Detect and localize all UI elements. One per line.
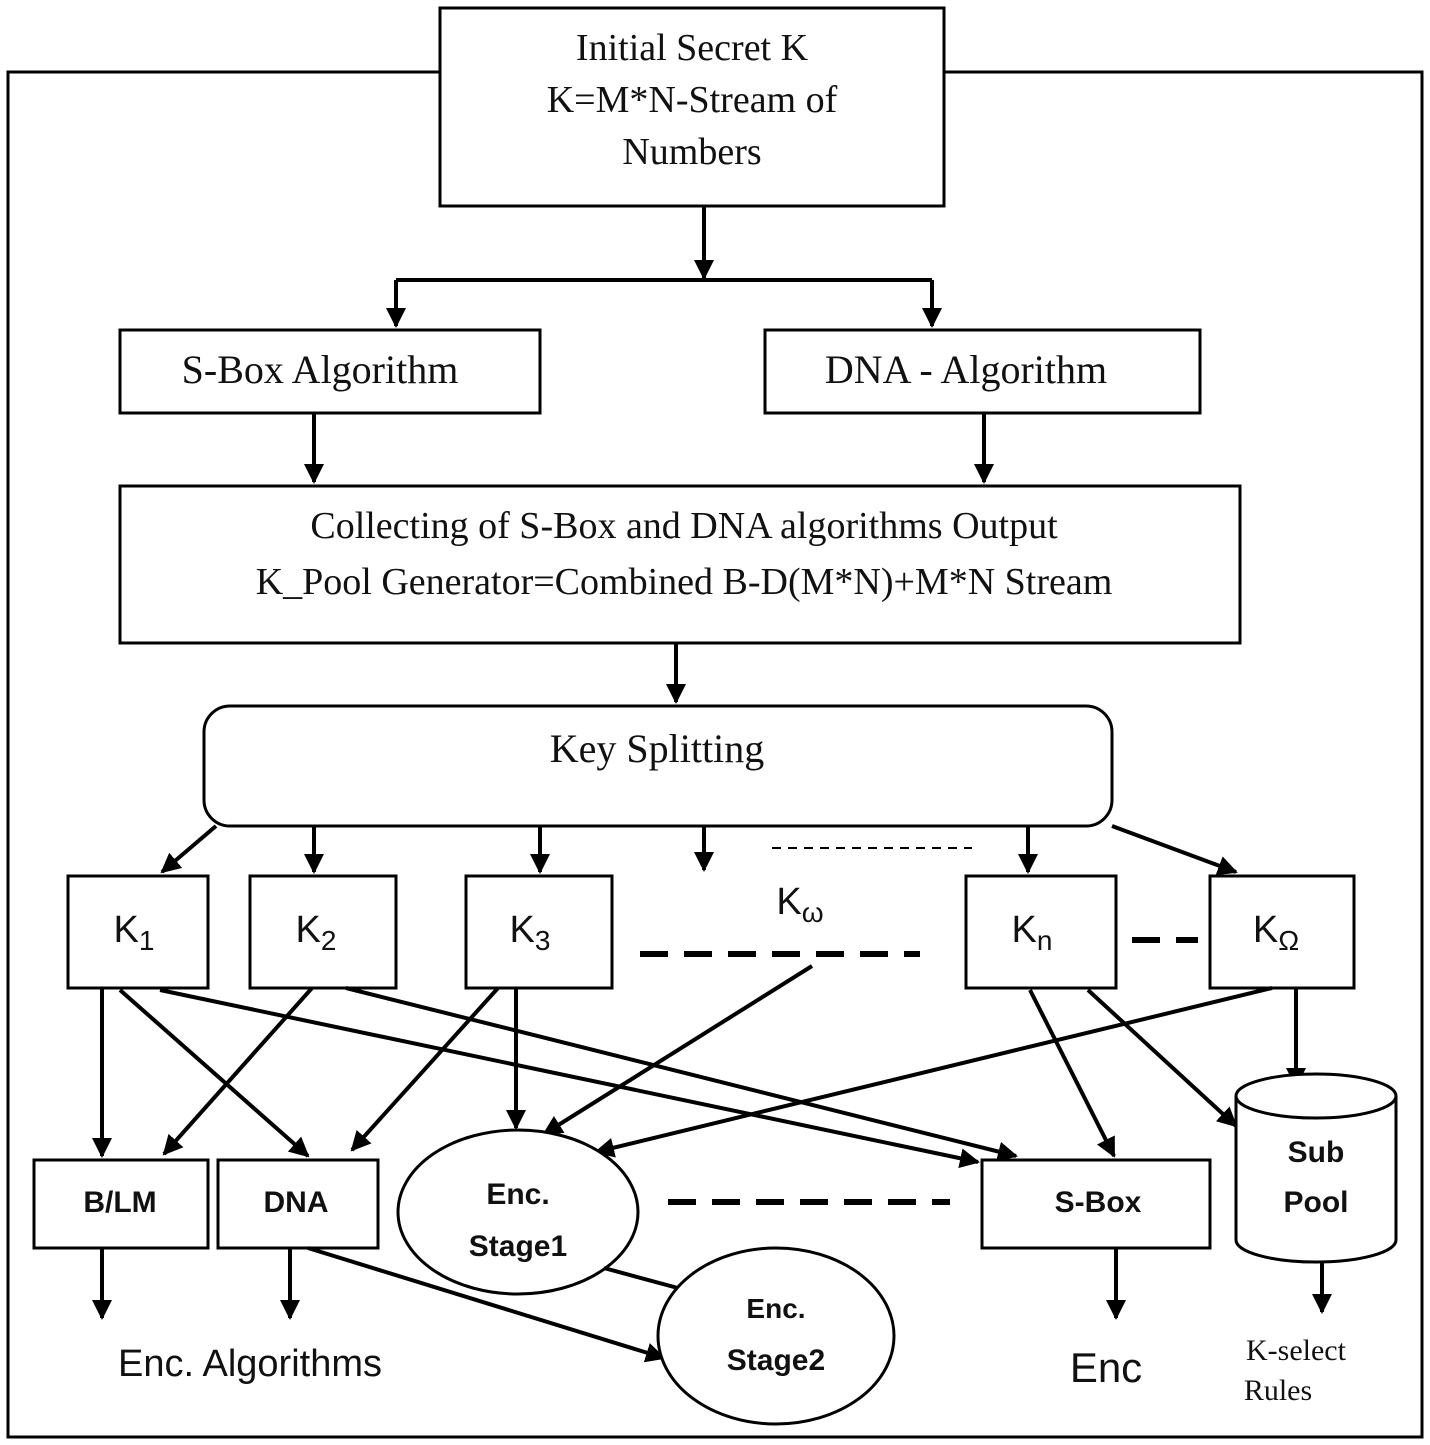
key-splitting-label: Key Splitting [550, 726, 764, 771]
svg-text:K2: K2 [296, 909, 337, 956]
key-kOmega-sub: Ω [1278, 925, 1299, 956]
blm-label: B/LM [83, 1186, 156, 1219]
key-kn-sub: n [1037, 925, 1053, 956]
blm-box: B/LM [32, 1158, 210, 1250]
dna-box: DNA [216, 1158, 380, 1250]
key-kn-box: Kn [964, 874, 1118, 990]
svg-text:K1: K1 [114, 909, 155, 956]
key-k2-box: K2 [248, 874, 398, 990]
key-k2-base: K [296, 909, 321, 951]
key-k2-sub: 2 [321, 925, 337, 956]
key-kOmega-box: KΩ [1208, 874, 1356, 990]
enc-stage2-ellipse: Enc. Stage2 [656, 1246, 896, 1426]
split-connector [386, 206, 942, 328]
key-k3-box: K3 [464, 874, 614, 990]
sub-pool-line1: Sub [1288, 1136, 1345, 1169]
collecting-line2: K_Pool Generator=Combined B-D(M*N)+M*N S… [256, 561, 1113, 603]
dna-algorithm-box: DNA - Algorithm [763, 328, 1202, 415]
collecting-box: Collecting of S-Box and DNA algorithms O… [118, 484, 1242, 645]
bottom-arrows [92, 1248, 1332, 1320]
svg-text:Kn: Kn [1012, 909, 1053, 956]
dna-label: DNA [264, 1186, 329, 1219]
enc-stage2-line2: Stage2 [727, 1344, 825, 1377]
key-kOmega-base: K [1253, 909, 1278, 951]
key-k1-box: K1 [66, 874, 210, 990]
key-split-arrows [160, 824, 1238, 876]
kselect-line1: K-select [1246, 1334, 1347, 1367]
sbox-algorithm-label: S-Box Algorithm [182, 347, 459, 392]
key-k3-base: K [510, 909, 535, 951]
sbox-label: S-Box [1055, 1186, 1142, 1219]
initial-secret-line3: Numbers [622, 131, 761, 173]
initial-secret-line2: K=M*N-Stream of [547, 79, 838, 121]
key-output-arrows [92, 964, 1306, 1169]
enc-stage1-line2: Stage1 [469, 1230, 567, 1263]
enc-stage1-line1: Enc. [486, 1178, 549, 1211]
initial-secret-box: Initial Secret K K=M*N-Stream of Numbers [438, 6, 946, 208]
sub-pool-cylinder: Sub Pool [1234, 1072, 1398, 1264]
key-komega-label: Kω [776, 881, 823, 928]
key-komega-base: K [776, 881, 801, 923]
svg-text:KΩ: KΩ [1253, 909, 1299, 956]
key-komega-sub: ω [802, 897, 824, 928]
sub-pool-line2: Pool [1284, 1186, 1349, 1219]
initial-secret-line1: Initial Secret K [576, 27, 809, 69]
key-splitting-box: Key Splitting [202, 704, 1114, 828]
svg-text:K3: K3 [510, 909, 551, 956]
enc-label: Enc [1070, 1344, 1142, 1391]
key-k1-base: K [114, 909, 139, 951]
key-kn-base: K [1012, 909, 1037, 951]
sbox-algorithm-box: S-Box Algorithm [118, 328, 542, 415]
enc-stage1-ellipse: Enc. Stage1 [396, 1128, 640, 1296]
dna-algorithm-label: DNA - Algorithm [825, 347, 1107, 392]
enc-algorithms-label: Enc. Algorithms [118, 1343, 382, 1385]
collecting-line1: Collecting of S-Box and DNA algorithms O… [310, 505, 1058, 547]
svg-text:Kω: Kω [776, 881, 823, 928]
sbox-box: S-Box [980, 1158, 1212, 1250]
arrow-dna-to-stage2 [307, 1246, 666, 1363]
kselect-line2: Rules [1244, 1374, 1312, 1407]
enc-stage2-line1: Enc. [746, 1293, 805, 1324]
key-k3-sub: 3 [535, 925, 551, 956]
key-k1-sub: 1 [139, 925, 155, 956]
